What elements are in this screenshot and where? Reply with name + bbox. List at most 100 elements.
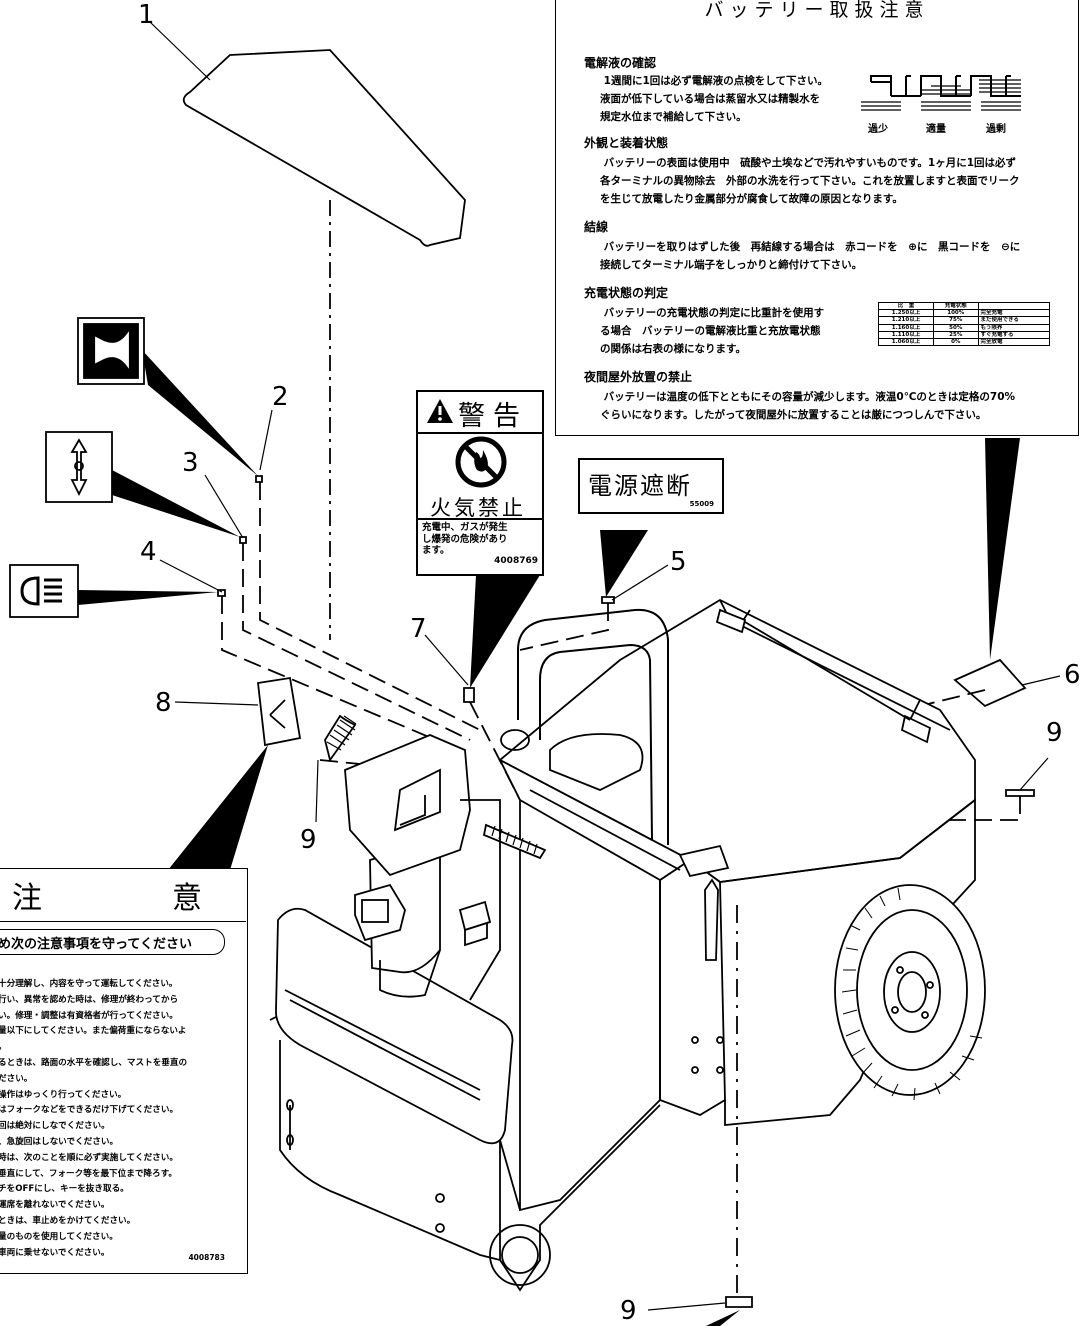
warning-title: 警告 — [458, 401, 528, 432]
caution-line: 、急旋回はしないでください。 — [0, 1137, 119, 1147]
warning-body: 充電中、ガスが発生 し爆発の危険があり ます。 — [422, 522, 508, 556]
appearance-heading: 外観と装着状態 — [584, 136, 669, 150]
power-disconnect-code: 55009 — [689, 500, 714, 508]
caution-line: 運席を離れないでください。 — [0, 1200, 110, 1211]
sg-table-cell: 1.110以上 — [877, 330, 935, 340]
power-disconnect-text: 電源遮断 — [588, 472, 692, 500]
sg-table-cell: 0% — [933, 338, 979, 347]
leader-line-4 — [159, 559, 223, 593]
leader-line-3 — [204, 474, 244, 539]
callout-9-left: 9 — [300, 825, 317, 855]
power-disconnect-label: 電源遮断 55009 — [578, 458, 724, 514]
part-8-label — [257, 676, 302, 747]
caution-line: るときは、路面の水平を確認し、マストを垂直の — [0, 1058, 188, 1068]
caution-line: 量のものを使用してください。 — [0, 1231, 118, 1242]
caution-line: 十分理解し、内容を守って運転してください。 — [0, 979, 178, 989]
night-storage-heading: 夜間屋外放置の禁止 — [584, 370, 693, 384]
caution-line: ださい。 — [0, 1073, 33, 1084]
battery-title: バッテリー取扱注意 — [704, 0, 930, 21]
sg-table-cell: 比 重 — [877, 301, 935, 311]
sg-table-cell: まだ使用できる — [977, 316, 1051, 325]
callout-4: 4 — [140, 537, 157, 567]
sg-table-cell: 1.250以上 — [877, 309, 935, 318]
callout-7: 7 — [410, 614, 427, 644]
part-4-tag — [217, 589, 226, 597]
sg-table-cell: 完全放電 — [977, 338, 1051, 347]
leader-line-5 — [611, 564, 669, 601]
leader-wedges — [78, 350, 1020, 1326]
caution-banner-text: め次の注意事項を守ってください — [0, 937, 192, 952]
part-7-tag — [463, 687, 475, 703]
leader-line-7 — [424, 634, 469, 686]
part-6-label — [953, 658, 1027, 708]
no-fire-text: 火気禁止 — [430, 496, 526, 520]
step — [678, 844, 730, 878]
part-3-tag — [239, 536, 247, 544]
headlight-icon-label — [9, 564, 79, 618]
caution-line: 時は、次のことを順に必ず実施してください。 — [0, 1152, 178, 1163]
leader-line-9c — [647, 1302, 726, 1311]
charge-state-heading: 充電状態の判定 — [584, 286, 669, 300]
warning-triangle-icon — [427, 399, 453, 423]
lift-icon-label — [45, 431, 113, 503]
front-face — [497, 757, 692, 1212]
warning-code: 4008769 — [494, 556, 538, 566]
sg-table-cell: 充電状態 — [933, 301, 979, 311]
leader-line-8 — [174, 701, 259, 706]
sg-table-cell: 1.210以上 — [877, 316, 935, 325]
caution-line: 回は絶対にしなでください。 — [0, 1121, 110, 1132]
leader-line-2 — [259, 409, 273, 471]
caution-line: 車両に乗せないでください。 — [0, 1247, 110, 1258]
horn-icon — [95, 331, 129, 369]
caution-line: い。修理・調整は有資格者が行ってください。 — [0, 1010, 178, 1021]
lift-arrow-icon — [70, 438, 88, 497]
electrolyte-text: 1週間に1回は必ず電解液の点検をして下さい。 液面が低下している場合は蒸留水又は… — [600, 75, 828, 123]
callout-6: 6 — [1064, 660, 1081, 690]
callout-8: 8 — [155, 688, 172, 718]
callout-2: 2 — [272, 382, 289, 412]
hinge-left — [715, 608, 747, 634]
caution-title-left: 注 — [12, 881, 42, 916]
sg-table-cell — [977, 301, 1051, 311]
leader-line-1 — [149, 21, 211, 81]
sg-table-cell: 1.160以上 — [877, 323, 935, 332]
callout-9-right: 9 — [1046, 718, 1063, 748]
battery-caution-label: バッテリー取扱注意 電解液の確認 1週間に1回は必ず電解液の点検をして下さい。 … — [555, 0, 1079, 436]
part-9-pin-bottom — [725, 1296, 753, 1308]
night-storage-text: バッテリーは温度の低下とともにその容量が減少します。液温0℃のときは定格の70%… — [600, 391, 1016, 421]
callout-1: 1 — [138, 0, 155, 30]
sg-table-cell: 完全充電 — [977, 309, 1051, 318]
callout-9-bottom: 9 — [620, 1296, 637, 1326]
level-over-label: 過剰 — [986, 124, 1006, 135]
front-guard — [275, 907, 514, 1145]
caution-banner: め次の注意事項を守ってください — [0, 929, 225, 955]
level-proper-label: 適量 — [926, 124, 946, 135]
operation-caution-label: 注 意 め次の注意事項を守ってください 十分理解し、内容を守って運転してください… — [0, 868, 248, 1274]
side-panel — [659, 858, 726, 1116]
sg-table-cell: 100% — [933, 309, 979, 318]
callout-5: 5 — [670, 547, 687, 577]
sg-table-cell: 75% — [933, 316, 979, 325]
sg-table-cell: 1.060以上 — [877, 338, 935, 347]
headlight-icon — [20, 576, 62, 606]
hinge-right — [900, 714, 932, 744]
caution-line: 垂直にして、フォーク等を最下位まで降ろす。 — [0, 1168, 177, 1179]
tow-handle — [517, 608, 669, 845]
sg-table-cell: もう限界 — [977, 323, 1051, 332]
appearance-text: バッテリーの表面は使用中 硫酸や土埃などで汚れやすいものです。1ヶ月に1回は必ず… — [600, 157, 1020, 205]
callout-3: 3 — [182, 448, 199, 478]
part-1-plate — [182, 49, 466, 247]
caution-line: はフォークなどをできるだけ下げてください。 — [0, 1105, 179, 1116]
no-fire-icon — [455, 436, 507, 488]
horn-icon-label — [77, 317, 145, 385]
charge-state-text: バッテリーの充電状態の判定に比重計を使用す る場合 バッテリーの電解液比重と充放… — [600, 307, 825, 355]
level-low-label: 過少 — [868, 124, 888, 135]
sg-table-cell: 50% — [933, 323, 979, 332]
caution-line: 行い、異常を認めた時は、修理が終わってから — [0, 994, 179, 1005]
